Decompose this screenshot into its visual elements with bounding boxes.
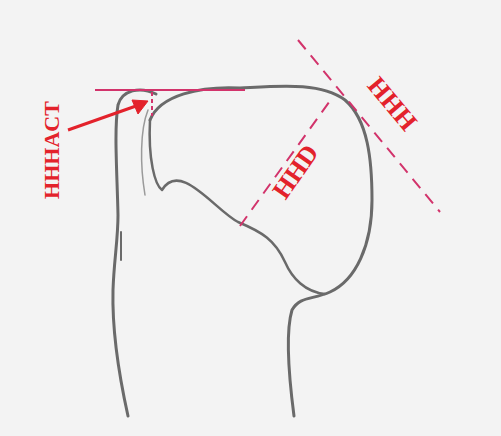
anatomical-neck xyxy=(150,120,325,294)
tuberosity-line xyxy=(142,110,148,195)
bone-outline xyxy=(150,86,372,416)
tangent-line xyxy=(95,89,245,91)
pointer-arrow xyxy=(68,106,136,130)
measure-label: HHD xyxy=(268,140,323,203)
measure-label: HHH xyxy=(363,72,422,135)
head-height-line xyxy=(298,40,440,212)
measure-label: HHHACT xyxy=(41,101,63,199)
height-line xyxy=(151,92,153,116)
arrow-head xyxy=(132,100,148,114)
bone-outline xyxy=(120,232,122,260)
head-diameter-line xyxy=(240,98,332,226)
